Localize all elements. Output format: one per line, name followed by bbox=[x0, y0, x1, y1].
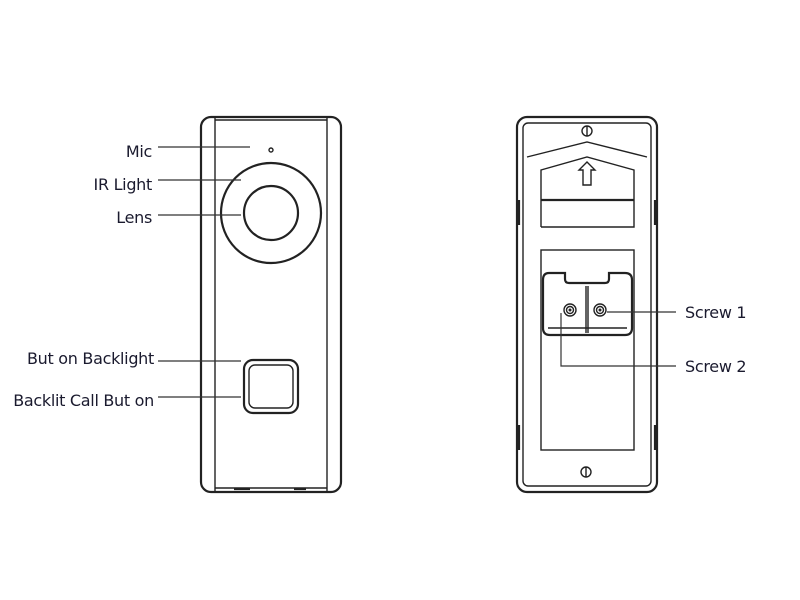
up-arrow-icon bbox=[577, 161, 597, 186]
label-lens: Lens bbox=[116, 208, 152, 227]
screw-bracket bbox=[541, 271, 634, 337]
mic-hole bbox=[268, 147, 274, 153]
ir-light-ring bbox=[219, 161, 323, 265]
call-button-inner[interactable] bbox=[248, 364, 294, 409]
camera-lens bbox=[242, 184, 300, 242]
label-ir-light: IR Light bbox=[94, 175, 152, 194]
label-button-backlight: But on Backlight bbox=[27, 349, 154, 368]
call-button-outer[interactable] bbox=[242, 358, 300, 415]
back-outer-casing bbox=[515, 115, 659, 494]
back-view-callouts: Screw 1 Screw 2 bbox=[560, 303, 747, 376]
label-backlit-call-button: Backlit Call But on bbox=[13, 391, 154, 410]
label-screw-1: Screw 1 bbox=[685, 303, 746, 322]
front-view-device bbox=[199, 115, 343, 494]
front-outer-casing bbox=[199, 115, 343, 494]
screw-2 bbox=[563, 303, 577, 317]
back-plate-panel bbox=[540, 249, 635, 451]
label-mic: Mic bbox=[126, 142, 152, 161]
screw-1 bbox=[593, 303, 607, 317]
top-mount-screw bbox=[581, 125, 593, 137]
bottom-mount-screw bbox=[580, 466, 592, 478]
front-view-callouts: Mic IR Light Lens But on Backlight Backl… bbox=[13, 142, 250, 410]
back-view-device bbox=[515, 115, 659, 494]
label-screw-2: Screw 2 bbox=[685, 357, 746, 376]
